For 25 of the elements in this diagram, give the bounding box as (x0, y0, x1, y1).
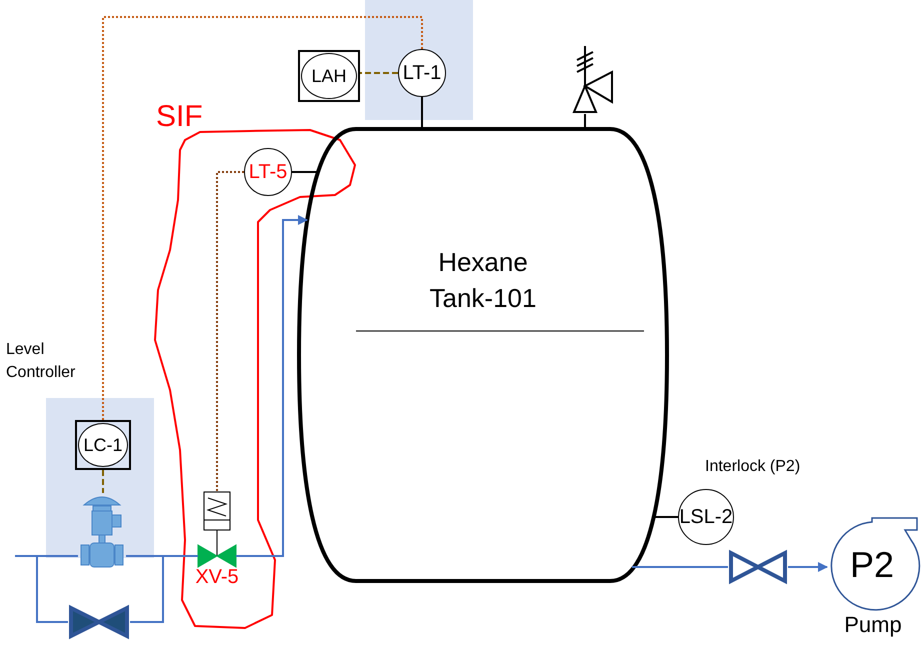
instrument-bubble: LT-5 (244, 148, 292, 196)
pipe (632, 566, 728, 568)
tank-label: Hexane Tank-101 (428, 246, 538, 316)
connection-line (421, 97, 423, 128)
boundary-label: SIF (156, 100, 203, 134)
instrument-note: Interlock (P2) (705, 458, 802, 476)
pipe (15, 555, 68, 623)
connection-line (654, 516, 678, 518)
connection-line (584, 114, 586, 128)
valve-tag: XV-5 (192, 566, 242, 589)
signal-line (102, 16, 423, 420)
instrument-bubble: LAH (301, 53, 357, 99)
instrument-bubble: LSL-2 (678, 489, 734, 545)
connection-line (292, 171, 317, 173)
signal-line (360, 72, 398, 74)
signal-line (102, 470, 104, 493)
pipe (788, 562, 828, 572)
pump-label: Pump (843, 612, 903, 638)
pump-tag: P2 (826, 544, 918, 586)
instrument-bubble: LT-1 (398, 49, 446, 97)
pipe (130, 555, 198, 623)
pipe (236, 215, 308, 557)
signal-line (216, 171, 244, 492)
area-heading: Level Controller (6, 340, 76, 384)
shaded-area (365, 0, 473, 120)
